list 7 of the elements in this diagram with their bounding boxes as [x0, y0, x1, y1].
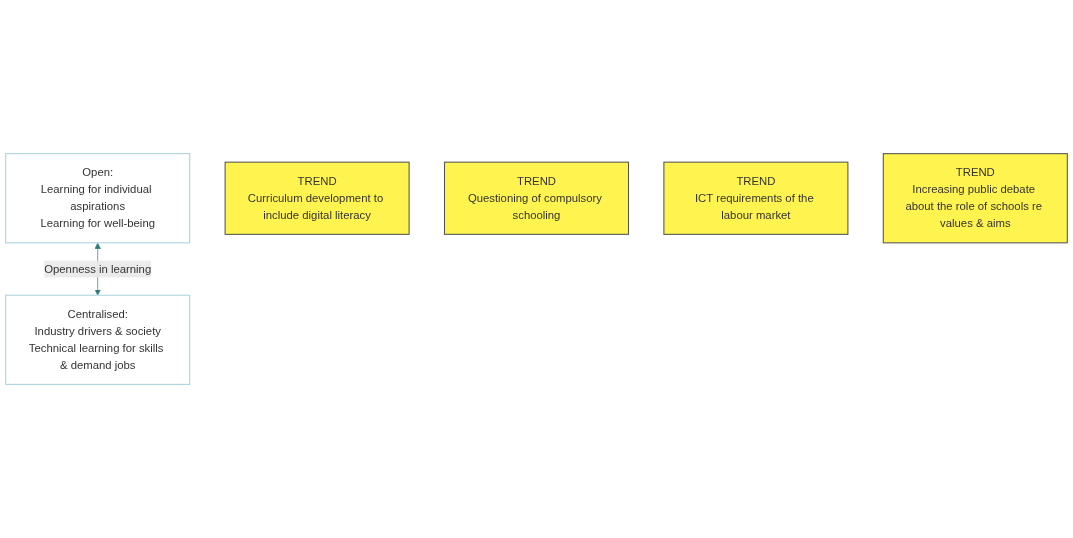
node-box: Centralised: Industry drivers & society Technical learning for skills & demand jobs — [5, 294, 191, 385]
edge-label: Openness in learning — [44, 262, 152, 275]
node-box: TREND ICT requirements of the labour market — [663, 161, 849, 235]
node-box: TREND Questioning of compulsory schooling — [443, 161, 630, 235]
node-box: Open: Learning for individual aspirations Learning for well-being — [5, 153, 191, 244]
node-box: TREND Curriculum development to include digital literacy — [224, 161, 410, 235]
node-box: TREND Increasing public debate about the role of schools re values & aims — [882, 153, 1068, 244]
